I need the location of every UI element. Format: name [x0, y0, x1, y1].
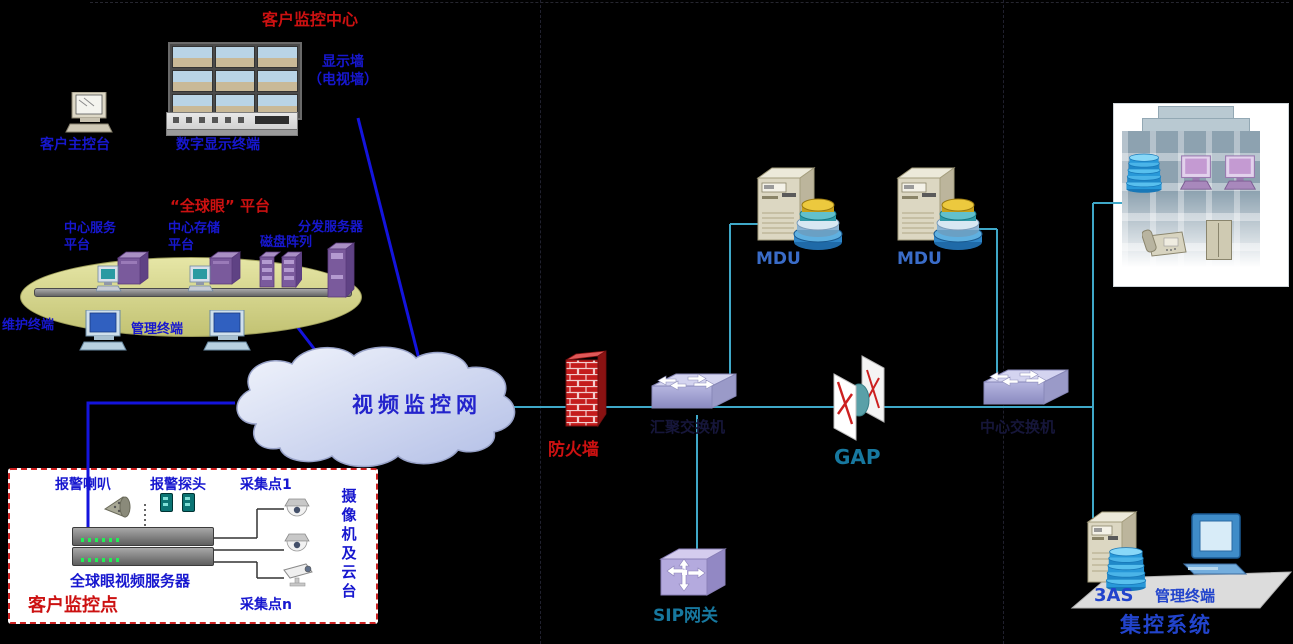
mdu-server-2-icon — [892, 166, 988, 254]
aggregation-switch-icon — [648, 370, 740, 420]
label-gap: GAP — [834, 445, 881, 469]
label-distribution-server: 分发服务器 — [298, 220, 364, 235]
video-surveillance-network-cloud — [236, 346, 516, 468]
label-management-terminal: 管理终端 — [131, 322, 184, 337]
sip-gateway-icon — [659, 548, 727, 596]
central-service-server-icon — [96, 250, 152, 298]
label-central-service-platform: 中心服务 平台 — [64, 221, 117, 253]
label-digital-display-terminal: 数字显示终端 — [176, 137, 260, 153]
zone-divider-right — [1003, 0, 1004, 644]
label-customer-console: 客户主控台 — [40, 137, 110, 153]
firewall-icon — [565, 350, 607, 428]
label-disk-array: 磁盘阵列 — [260, 235, 313, 250]
building-workstation-icon-1 — [1178, 153, 1214, 193]
central-storage-server-icon — [188, 250, 244, 298]
label-collection-point-n: 采集点n — [240, 597, 292, 613]
digital-display-terminal-icon — [166, 112, 298, 136]
mdu-server-1-icon — [752, 166, 848, 254]
label-central-storage-platform: 中心存储 平台 — [168, 221, 221, 253]
globaleye-video-server-icon — [72, 527, 214, 569]
building-database-icon — [1125, 152, 1163, 194]
alarm-probe-icon-1 — [160, 493, 173, 512]
label-alarm-speaker: 报警喇叭 — [55, 477, 111, 493]
customer-console-icon — [64, 92, 116, 138]
label-customer-monitoring-center: 客户监控中心 — [262, 10, 359, 29]
label-control-management-terminal: 管理终端 — [1155, 587, 1216, 605]
label-mdu-2: MDU — [897, 249, 942, 269]
label-globaleye-video-server: 全球眼视频服务器 — [70, 572, 191, 590]
label-collection-point-1: 采集点1 — [240, 477, 292, 493]
zone-divider-left — [540, 0, 541, 644]
label-globaleye-platform: “全球眼” 平台 — [170, 197, 270, 215]
label-mdu-1: MDU — [756, 249, 801, 269]
box-camera-icon — [283, 563, 313, 587]
maintenance-terminal-icon — [78, 310, 130, 356]
camera-links — [210, 508, 284, 579]
label-control-system: 集控系统 — [1120, 613, 1212, 637]
dome-camera-icon-2 — [282, 532, 312, 558]
label-sip-gateway: SIP网关 — [653, 606, 719, 626]
cabinet-icon — [1206, 220, 1232, 260]
alarm-probe-icon-2 — [182, 493, 195, 512]
distribution-server-icon — [326, 242, 356, 298]
disk-array-icon — [258, 251, 302, 289]
alarm-speaker-icon — [103, 496, 131, 518]
telephone-icon — [1142, 229, 1187, 257]
center-switch-icon — [980, 366, 1072, 416]
zone-border-top — [90, 2, 1289, 3]
building-workstation-icon-2 — [1222, 153, 1258, 193]
label-alarm-probe: 报警探头 — [150, 477, 206, 493]
label-display-wall: 显示墙 （电视墙） — [308, 54, 378, 89]
label-switch-left: 汇聚交换机 — [650, 418, 726, 436]
control-terminal-icon — [1182, 513, 1248, 575]
label-switch-right: 中心交换机 — [980, 418, 1056, 436]
label-firewall: 防火墙 — [548, 440, 599, 460]
gap-isolation-device-icon — [833, 355, 885, 441]
label-video-surveillance-network: 视频监控网 — [352, 393, 482, 417]
video-wall-icon — [168, 42, 302, 120]
label-camera-ptz: 摄像机及云台 — [339, 488, 358, 602]
label-maintenance-terminal: 维护终端 — [2, 318, 55, 333]
dome-camera-icon-1 — [282, 497, 312, 523]
label-3as: 3AS — [1094, 585, 1134, 606]
label-customer-monitoring-point: 客户监控点 — [28, 595, 118, 616]
